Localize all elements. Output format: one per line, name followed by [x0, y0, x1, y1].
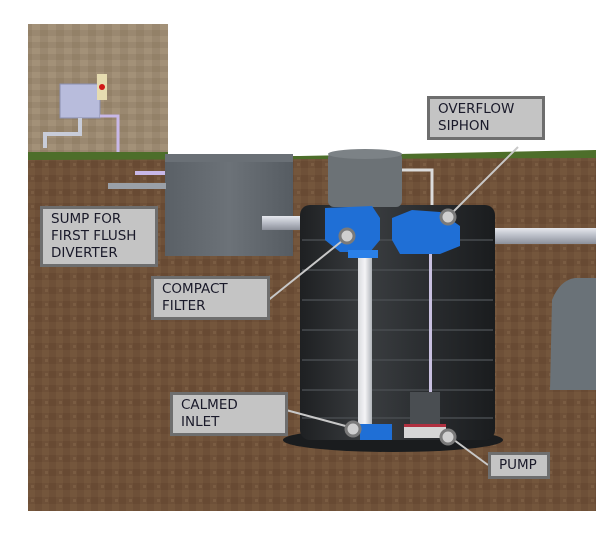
compact-filter-body	[325, 206, 380, 258]
label-line: FILTER	[162, 298, 206, 314]
label-pump: PUMP	[488, 452, 550, 479]
label-overflow-siphon: OVERFLOW SIPHON	[427, 96, 545, 140]
pump-body	[404, 392, 446, 438]
grass-line	[28, 150, 596, 160]
label-line: OVERFLOW	[438, 101, 515, 117]
marker-overflow	[439, 208, 457, 226]
label-compact-filter: COMPACT FILTER	[151, 276, 270, 320]
water-tank	[283, 149, 503, 452]
marker-filter	[338, 227, 356, 245]
side-unit	[550, 278, 596, 390]
label-line: FIRST FLUSH	[51, 228, 137, 244]
label-line: SIPHON	[438, 118, 490, 134]
leader-lines	[265, 146, 519, 466]
leader-calmed	[285, 409, 354, 429]
control-unit	[43, 74, 120, 152]
label-sump-first-flush-diverter: SUMP FOR FIRST FLUSH DIVERTER	[40, 206, 158, 267]
marker-calmed	[344, 420, 362, 438]
label-line: DIVERTER	[51, 245, 118, 261]
label-line: INLET	[181, 414, 220, 430]
label-line: SUMP FOR	[51, 211, 122, 227]
marker-dots	[338, 208, 457, 446]
label-line: CALMED	[181, 397, 238, 413]
filter-downpipe	[358, 250, 372, 430]
sump-tank	[108, 154, 293, 256]
calmed-inlet-body	[360, 424, 392, 440]
pump-riser	[429, 230, 432, 395]
leader-filter	[265, 236, 348, 303]
leader-overflow	[447, 146, 519, 218]
label-line: PUMP	[499, 457, 537, 473]
leader-pump	[449, 436, 489, 466]
label-calmed-inlet: CALMED INLET	[170, 392, 288, 436]
label-line: COMPACT	[162, 281, 228, 297]
marker-pump	[439, 428, 457, 446]
